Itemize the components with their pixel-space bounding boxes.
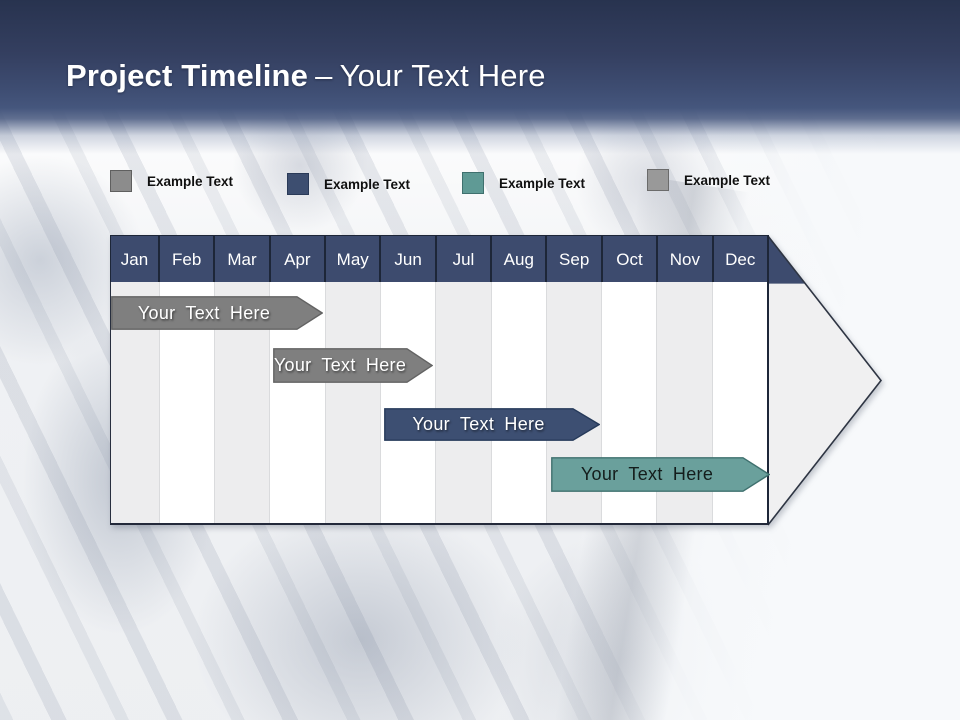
month-cell-sep: Sep [547,236,603,282]
task-bar-4: Your Text Here [551,457,770,492]
task-bar-label: Your Text Here [137,302,271,323]
month-cell-dec: Dec [713,236,769,282]
month-cell-oct: Oct [602,236,659,282]
title-band: Project Timeline–Your Text Here [0,0,960,154]
month-cell-feb: Feb [159,236,216,282]
slide-title: Project Timeline–Your Text Here [66,58,546,94]
title-separator: – [315,58,333,93]
task-bar-label: Your Text Here [273,355,407,375]
task-bar-label: Your Text Here [580,464,714,484]
month-cell-jan: Jan [111,236,160,282]
title-subtitle: Your Text Here [339,58,546,93]
month-cell-mar: Mar [215,236,271,282]
month-cell-jul: Jul [436,236,493,282]
grid-column-jul [436,282,492,523]
month-cell-jun: Jun [381,236,437,282]
task-bar-shape [111,296,323,330]
task-bar-3: Your Text Here [384,408,600,441]
title-main: Project Timeline [66,58,309,93]
task-bar-1: Your Text Here [111,296,323,330]
grid-column-jun [380,282,437,523]
month-cell-apr: Apr [270,236,327,282]
task-bar-shape [273,348,433,383]
task-bar-2: Your Text Here [273,348,433,383]
task-bar-label: Your Text Here [412,414,545,434]
grid-column-may [325,282,381,523]
month-cell-nov: Nov [658,236,714,282]
task-bar-shape [551,457,770,492]
task-bar-shape [384,408,600,441]
arrowhead-shape [767,235,883,526]
month-cell-aug: Aug [492,236,548,282]
month-cell-may: May [326,236,382,282]
grid-column-aug [491,282,547,523]
